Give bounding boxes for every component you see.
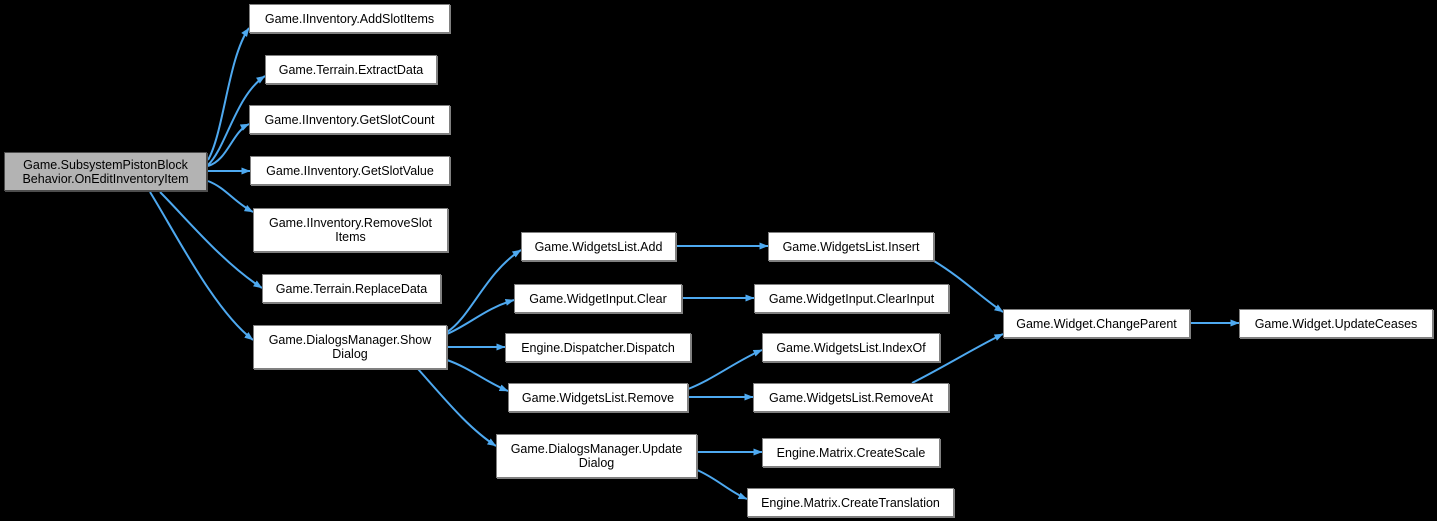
graph-node-removeat[interactable]: Game.WidgetsList.RemoveAt [753,383,949,412]
graph-node-widgetslistadd[interactable]: Game.WidgetsList.Add [521,232,676,261]
graph-node-label: Game.IInventory.GetSlotCount [264,112,435,127]
graph-node-label: Game.WidgetsList.Add [534,239,663,254]
graph-node-getslotcount[interactable]: Game.IInventory.GetSlotCount [249,105,450,134]
graph-node-createscale[interactable]: Engine.Matrix.CreateScale [762,438,940,467]
graph-node-widgetslistremove[interactable]: Game.WidgetsList.Remove [508,383,688,412]
graph-node-label: Game.DialogsManager.Show Dialog [268,333,432,361]
graph-node-extractdata[interactable]: Game.Terrain.ExtractData [265,55,437,84]
call-edge-showdialog-to-widgetinputclear [446,298,515,335]
call-edge-showdialog-to-updatedialog [417,368,497,447]
graph-node-label: Game.WidgetsList.Remove [521,390,675,405]
graph-node-label: Game.IInventory.RemoveSlot Items [268,216,433,244]
graph-node-label: Game.SubsystemPistonBlock Behavior.OnEdi… [22,157,189,186]
graph-node-replacedata[interactable]: Game.Terrain.ReplaceData [262,274,441,303]
call-edge-showdialog-to-widgetslistremove [446,359,509,392]
graph-node-dispatch[interactable]: Engine.Dispatcher.Dispatch [505,333,691,362]
graph-node-changeparent[interactable]: Game.Widget.ChangeParent [1003,309,1190,338]
graph-node-getslotvalue[interactable]: Game.IInventory.GetSlotValue [250,156,450,185]
call-edge-root-to-getslotcount [207,123,250,167]
call-edge-widgetslistremove-to-indexof [687,349,763,390]
graph-node-label: Game.IInventory.AddSlotItems [264,11,435,26]
graph-node-label: Game.WidgetsList.RemoveAt [769,390,933,405]
graph-node-label: Game.WidgetsList.IndexOf [776,340,926,355]
graph-node-root[interactable]: Game.SubsystemPistonBlock Behavior.OnEdi… [4,152,207,191]
graph-node-indexof[interactable]: Game.WidgetsList.IndexOf [762,333,940,362]
graph-node-label: Game.Terrain.ExtractData [278,62,424,77]
call-edge-root-to-replacedata [159,191,263,289]
graph-node-showdialog[interactable]: Game.DialogsManager.Show Dialog [253,325,447,369]
graph-node-label: Engine.Matrix.CreateTranslation [761,495,940,510]
graph-node-createtranslation[interactable]: Engine.Matrix.CreateTranslation [747,488,954,517]
graph-node-removeslotitems[interactable]: Game.IInventory.RemoveSlot Items [253,208,448,252]
graph-node-updateceases[interactable]: Game.Widget.UpdateCeases [1239,309,1433,338]
graph-node-label: Game.IInventory.GetSlotValue [266,163,434,178]
graph-node-label: Game.WidgetsList.Insert [782,239,920,254]
call-edge-updatedialog-to-createtranslation [696,469,748,500]
call-edge-root-to-addslotitems [207,27,250,161]
graph-node-label: Engine.Dispatcher.Dispatch [521,340,675,355]
call-edge-showdialog-to-widgetslistadd [446,249,522,333]
graph-node-label: Engine.Matrix.CreateScale [776,445,926,460]
graph-node-label: Game.Widget.UpdateCeases [1254,316,1418,331]
graph-node-widgetinputclear[interactable]: Game.WidgetInput.Clear [514,284,682,313]
graph-node-label: Game.WidgetInput.Clear [529,291,667,306]
graph-node-addslotitems[interactable]: Game.IInventory.AddSlotItems [249,4,450,33]
graph-node-label: Game.WidgetInput.ClearInput [768,291,935,306]
call-edge-root-to-showdialog [149,191,254,341]
graph-node-updatedialog[interactable]: Game.DialogsManager.Update Dialog [496,434,697,478]
graph-node-clearinput[interactable]: Game.WidgetInput.ClearInput [754,284,949,313]
graph-node-widgetslistinsert[interactable]: Game.WidgetsList.Insert [768,232,934,261]
graph-node-label: Game.Terrain.ReplaceData [275,281,428,296]
call-edge-root-to-removeslotitems [207,180,254,213]
graph-node-label: Game.DialogsManager.Update Dialog [510,442,683,470]
graph-node-label: Game.Widget.ChangeParent [1016,316,1177,331]
